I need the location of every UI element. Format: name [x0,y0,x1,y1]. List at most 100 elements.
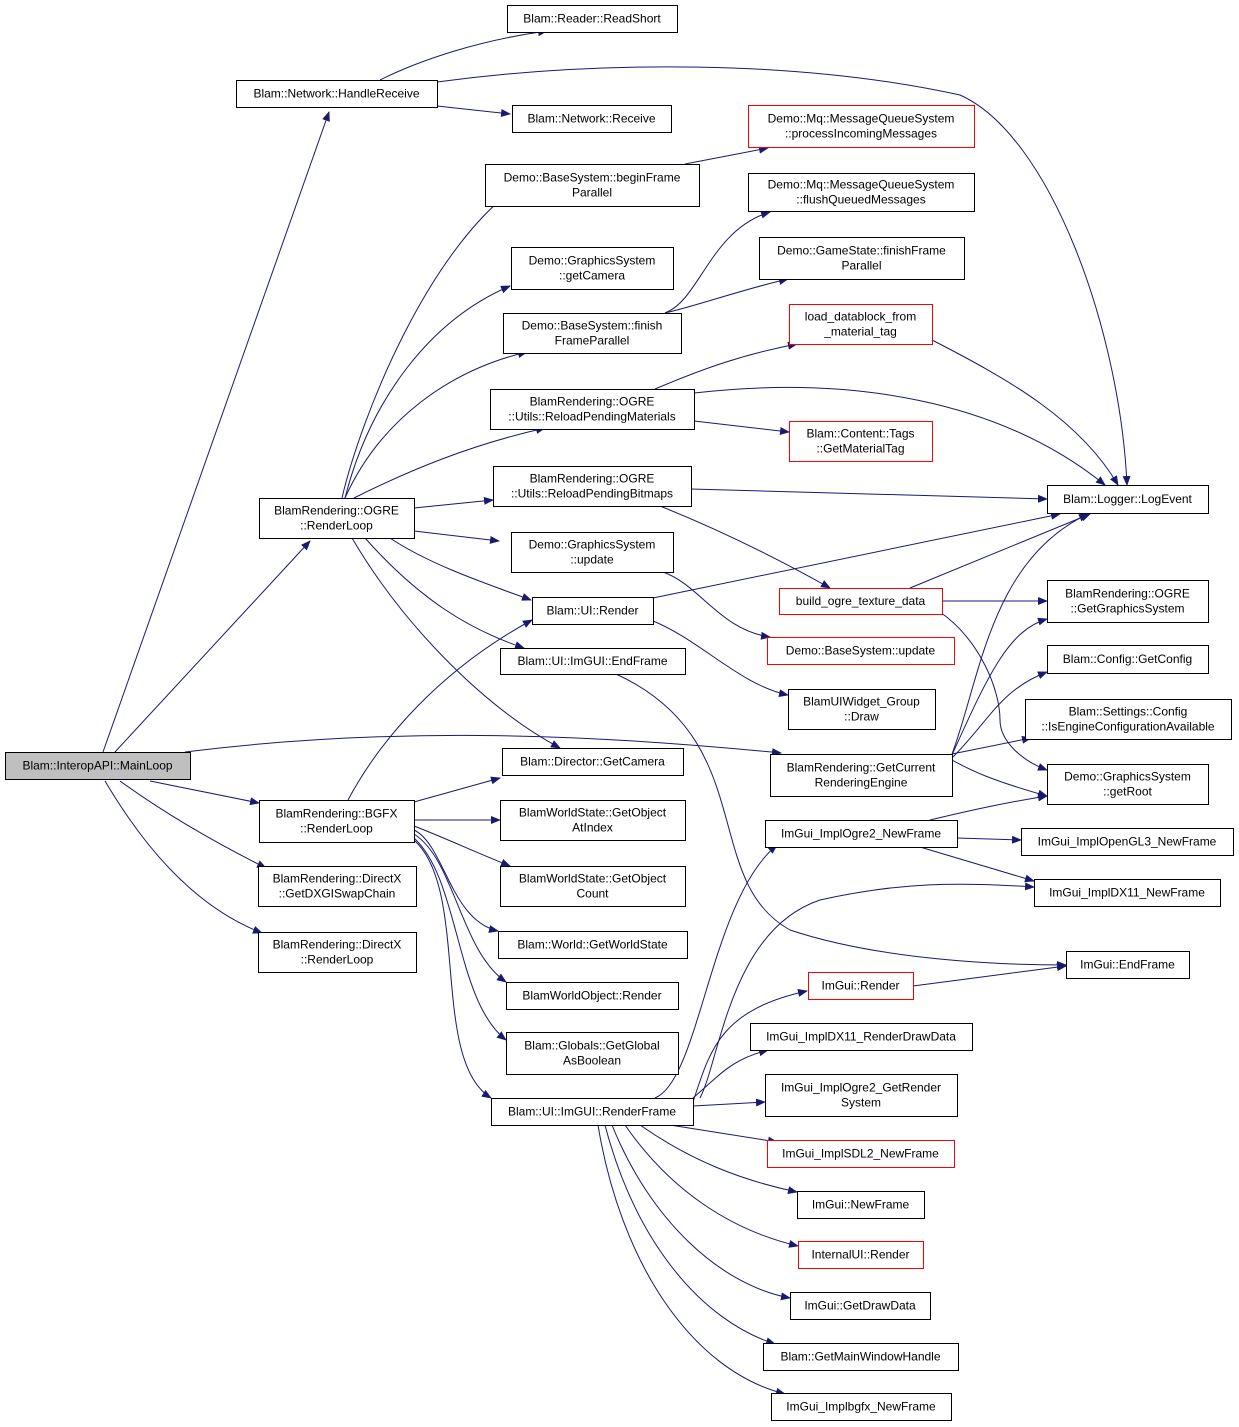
node-dx_getswapchain[interactable]: BlamRendering::DirectX::GetDXGISwapChain [258,866,417,907]
node-logevent[interactable]: Blam::Logger::LogEvent [1047,485,1209,514]
node-box[interactable] [506,1032,679,1075]
node-ui_renderframe[interactable]: Blam::UI::ImGUI::RenderFrame [491,1098,694,1126]
node-handlereceive[interactable]: Blam::Network::HandleReceive [236,80,438,108]
node-imgui_endframe_ui[interactable]: Blam::UI::ImGUI::EndFrame [500,648,686,675]
node-box[interactable] [498,931,688,959]
node-getmaterialtag[interactable]: Blam::Content::Tags::GetMaterialTag [789,421,933,462]
node-box[interactable] [1047,764,1209,805]
node-ui_render[interactable]: Blam::UI::Render [532,597,654,625]
node-box[interactable] [790,1292,931,1320]
node-buildogretex[interactable]: build_ogre_texture_data [779,588,943,615]
node-gs_update[interactable]: Demo::GraphicsSystem::update [511,532,674,573]
node-box[interactable] [788,689,936,730]
node-box[interactable] [771,1393,952,1421]
node-sdl2_newframe[interactable]: ImGui_ImplSDL2_NewFrame [767,1140,955,1168]
node-reloadmaterials[interactable]: BlamRendering::OGRE::Utils::ReloadPendin… [490,389,695,430]
node-box[interactable] [748,173,975,212]
node-bs_update[interactable]: Demo::BaseSystem::update [767,637,955,665]
node-bgfx_newframe[interactable]: ImGui_Implbgfx_NewFrame [771,1393,952,1421]
node-ogre_renderloop[interactable]: BlamRendering::OGRE::RenderLoop [259,498,415,539]
node-box[interactable] [507,5,678,33]
node-box[interactable] [1047,645,1209,674]
node-widgetgroup_draw[interactable]: BlamUIWidget_Group::Draw [788,689,936,730]
node-dx_renderloop[interactable]: BlamRendering::DirectX::RenderLoop [258,932,417,973]
node-ogre2_newframe[interactable]: ImGui_ImplOgre2_NewFrame [765,820,958,848]
node-box[interactable] [750,1023,973,1051]
node-box[interactable] [503,313,682,354]
node-box[interactable] [1047,580,1209,623]
node-isengineconfig[interactable]: Blam::Settings::Config::IsEngineConfigur… [1025,699,1232,740]
node-box[interactable] [1021,828,1234,856]
node-dx11_renderdrawdata[interactable]: ImGui_ImplDX11_RenderDrawData [750,1023,973,1051]
node-box[interactable] [797,1191,925,1219]
node-getworldstate[interactable]: Blam::World::GetWorldState [498,931,688,959]
node-box[interactable] [767,637,955,665]
node-box[interactable] [1047,485,1209,514]
node-box[interactable] [512,105,672,133]
node-box[interactable] [511,532,674,573]
node-loaddatablock[interactable]: load_datablock_from_material_tag [789,304,933,345]
node-imgui_newframe[interactable]: ImGui::NewFrame [797,1191,925,1219]
node-box[interactable] [798,1241,924,1269]
node-bgfx_renderloop[interactable]: BlamRendering::BGFX::RenderLoop [259,800,415,843]
node-imgui_endframe[interactable]: ImGui::EndFrame [1066,951,1190,979]
node-gs_getroot[interactable]: Demo::GraphicsSystem::getRoot [1047,764,1209,805]
node-box[interactable] [779,588,943,615]
node-reloadbitmaps[interactable]: BlamRendering::OGRE::Utils::ReloadPendin… [493,466,692,507]
node-worldobject_render[interactable]: BlamWorldObject::Render [506,982,679,1010]
node-box[interactable] [763,1343,959,1371]
node-getgraphicssystem[interactable]: BlamRendering::OGRE::GetGraphicsSystem [1047,580,1209,623]
node-box[interactable] [759,237,965,280]
node-readshort[interactable]: Blam::Reader::ReadShort [507,5,678,33]
node-receive[interactable]: Blam::Network::Receive [512,105,672,133]
node-box[interactable] [258,866,417,907]
node-box[interactable] [506,982,679,1010]
node-getdrawdata[interactable]: ImGui::GetDrawData [790,1292,931,1320]
node-box[interactable] [511,247,674,290]
node-box[interactable] [765,1074,958,1117]
node-box[interactable] [259,498,415,539]
node-internalui_render[interactable]: InternalUI::Render [798,1241,924,1269]
node-procincoming[interactable]: Demo::Mq::MessageQueueSystem::processInc… [748,105,975,148]
node-box[interactable] [491,1098,694,1126]
node-box[interactable] [493,466,692,507]
node-box[interactable] [1034,879,1221,907]
node-box[interactable] [258,932,417,973]
node-box[interactable] [500,866,686,907]
node-box[interactable] [770,754,953,797]
node-box[interactable] [767,1140,955,1168]
node-box[interactable] [5,752,191,780]
node-box[interactable] [808,972,914,1000]
node-box[interactable] [236,80,438,108]
node-box[interactable] [1066,951,1190,979]
node-flushqueued[interactable]: Demo::Mq::MessageQueueSystem::flushQueue… [748,173,975,212]
node-imgui_render[interactable]: ImGui::Render [808,972,914,1000]
node-opengl3_newframe[interactable]: ImGui_ImplOpenGL3_NewFrame [1021,828,1234,856]
node-box[interactable] [500,648,686,675]
node-director_getcamera[interactable]: Blam::Director::GetCamera [502,748,684,776]
node-box[interactable] [490,389,695,430]
node-box[interactable] [1025,699,1232,740]
node-box[interactable] [259,800,415,843]
node-box[interactable] [532,597,654,625]
node-dx11_newframe[interactable]: ImGui_ImplDX11_NewFrame [1034,879,1221,907]
node-box[interactable] [789,421,933,462]
node-box[interactable] [500,800,686,841]
node-box[interactable] [748,105,975,148]
node-mainloop[interactable]: Blam::InteropAPI::MainLoop [5,752,191,780]
node-box[interactable] [502,748,684,776]
node-box[interactable] [765,820,958,848]
node-box[interactable] [485,164,700,207]
node-getmainwindow[interactable]: Blam::GetMainWindowHandle [763,1343,959,1371]
node-box[interactable] [789,304,933,345]
node-getconfig[interactable]: Blam::Config::GetConfig [1047,645,1209,674]
node-getcamera_gs[interactable]: Demo::GraphicsSystem::getCamera [511,247,674,290]
